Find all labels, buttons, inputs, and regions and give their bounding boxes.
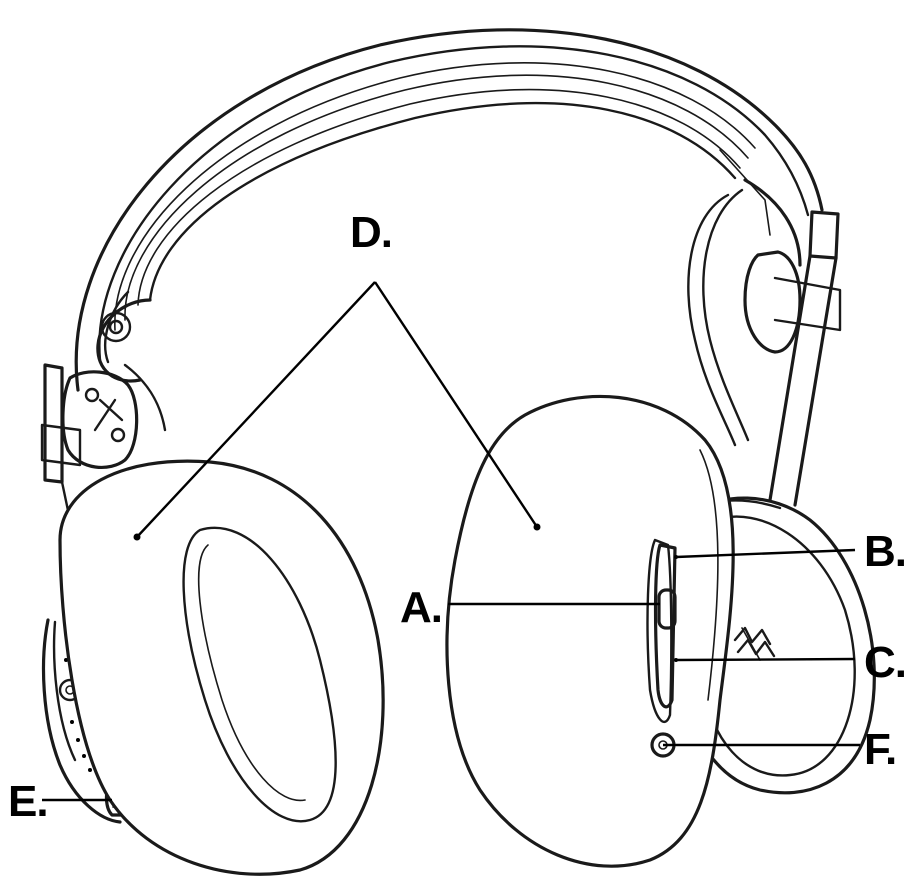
right-hinge [687,178,842,507]
leader-lines [42,281,860,802]
callout-e: E. [8,777,48,826]
right-ear-pad [445,394,735,868]
callout-d: D. [350,208,392,257]
control-buttons [646,538,678,758]
callout-c: C. [864,638,906,687]
left-ear-pad [58,459,385,876]
play-button[interactable] [657,588,677,630]
callout-a: A. [400,583,442,632]
callout-f: F. [864,725,896,774]
brand-logo-icon [733,626,776,661]
callout-b: B. [864,527,906,576]
headband [74,28,824,392]
left-hinge [40,290,167,522]
